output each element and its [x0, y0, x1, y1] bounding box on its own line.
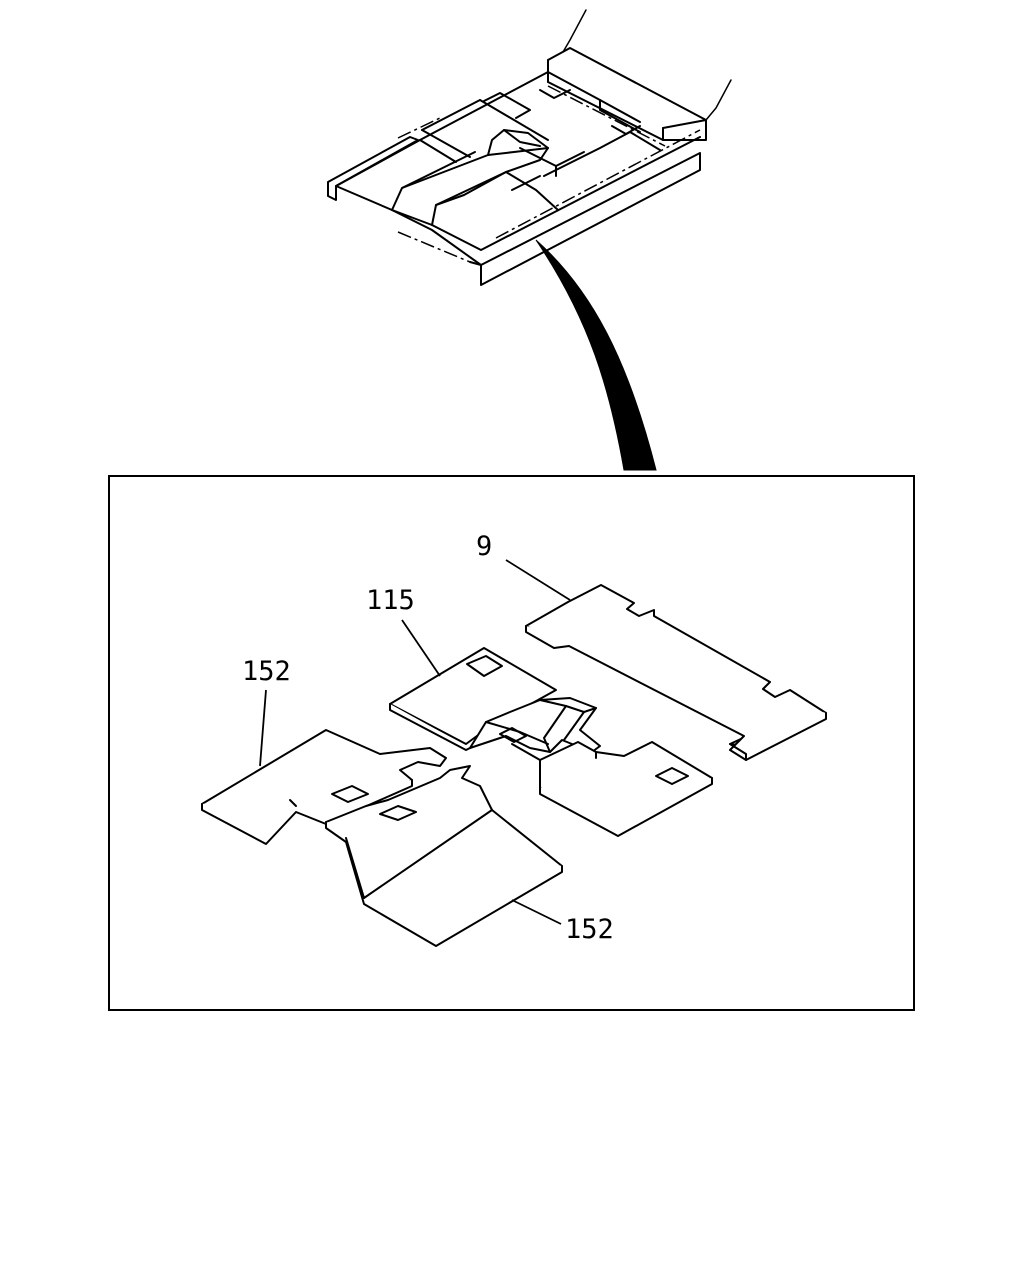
part-9-strip [525, 584, 827, 761]
part-115-tunnel-panel [389, 647, 713, 837]
detail-frame [108, 475, 915, 1011]
callout-152-right: 152 [511, 899, 614, 945]
part-152-right-panel [325, 765, 563, 947]
callout-115: 115 [366, 585, 441, 677]
overview-floor-assembly [327, 9, 732, 286]
part-152-left-panel [201, 729, 447, 845]
zoom-pointer [535, 239, 657, 471]
callout-152-left: 152 [242, 656, 291, 767]
callout-152-left-label: 152 [242, 656, 291, 687]
callout-152-right-label: 152 [565, 914, 614, 945]
callout-9-label: 9 [476, 531, 492, 562]
callout-115-label: 115 [366, 585, 415, 616]
callout-9: 9 [476, 531, 571, 601]
